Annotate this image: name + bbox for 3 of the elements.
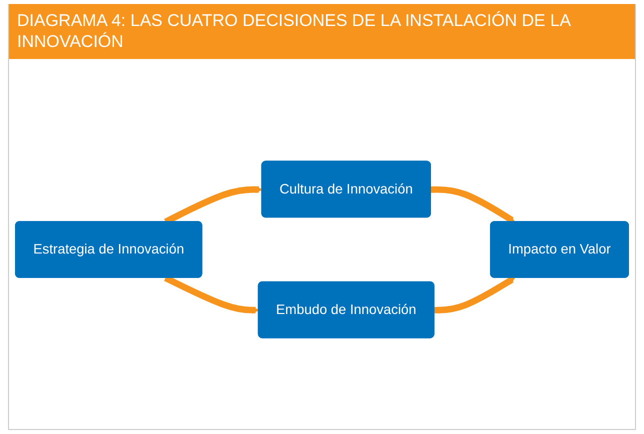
title-banner: DIAGRAMA 4: LAS CUATRO DECISIONES DE LA INSTALACIÓN DE LA INNOVACIÓN [9, 4, 635, 58]
arrow [434, 276, 515, 314]
arrow [430, 186, 515, 223]
